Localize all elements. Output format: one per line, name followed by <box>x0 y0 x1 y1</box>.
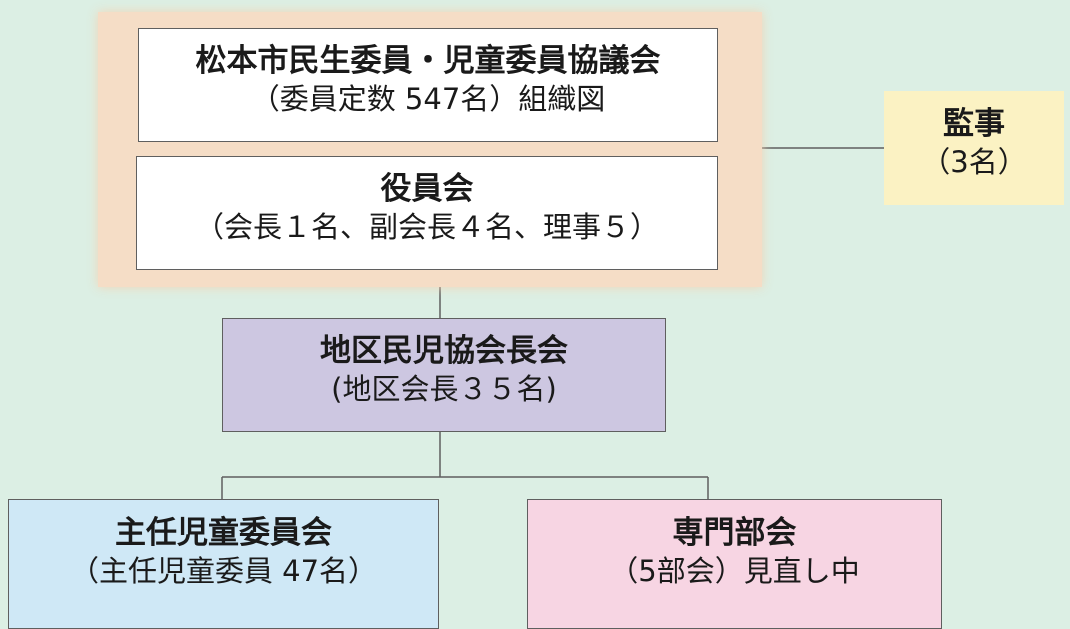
executive-board-title: 役員会 <box>380 171 474 207</box>
special-committee-title: 専門部会 <box>672 515 797 551</box>
chief-child-committee-count: （主任児童委員 47名） <box>69 553 378 588</box>
auditor-count: （3名） <box>921 144 1027 179</box>
special-committee-status: （5部会）見直し中 <box>609 553 860 588</box>
chief-child-committee-box: 主任児童委員会 （主任児童委員 47名） <box>8 499 439 629</box>
executive-board-box: 役員会 （会長１名、副会長４名、理事５） <box>136 156 718 270</box>
auditor-box: 監事 （3名） <box>884 91 1064 205</box>
district-chairs-title: 地区民児協会長会 <box>320 333 568 369</box>
org-subtitle-text: （委員定数 547名）組織図 <box>250 81 606 116</box>
auditor-title: 監事 <box>943 106 1005 142</box>
special-committee-box: 専門部会 （5部会）見直し中 <box>527 499 942 629</box>
org-title-text: 松本市民生委員・児童委員協議会 <box>195 43 661 79</box>
chief-child-committee-title: 主任児童委員会 <box>115 515 332 551</box>
district-chairs-count: (地区会長３５名) <box>331 371 557 406</box>
district-chairs-box: 地区民児協会長会 (地区会長３５名) <box>222 318 666 432</box>
org-title-box: 松本市民生委員・児童委員協議会 （委員定数 547名）組織図 <box>138 28 718 142</box>
executive-board-members: （会長１名、副会長４名、理事５） <box>194 209 659 244</box>
